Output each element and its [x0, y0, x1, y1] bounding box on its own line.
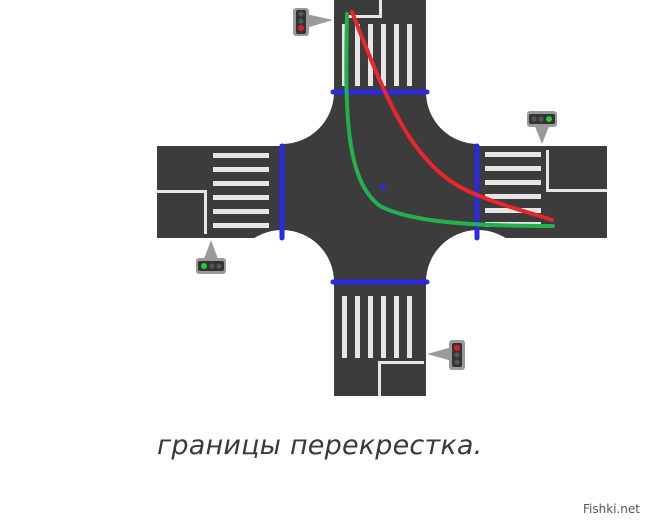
curb-sw: [230, 230, 334, 334]
lane-divider-west: [157, 190, 207, 193]
signal-red-light: [298, 25, 304, 31]
curb-se: [426, 230, 530, 334]
curb-corners: [230, 40, 530, 334]
stop-line-north: [345, 15, 381, 18]
traffic-light-east: [527, 111, 557, 144]
lane-divider-south: [378, 361, 381, 396]
lane-divider-north: [379, 0, 382, 18]
watermark: Fishki.net: [582, 502, 640, 516]
curb-ne: [426, 40, 530, 144]
red-turn-path: [350, 10, 554, 222]
stop-line-west: [204, 192, 207, 234]
crosswalk-south: [342, 296, 412, 358]
diagram-caption: границы перекрестка.: [157, 430, 483, 461]
signal-red-light: [454, 345, 460, 351]
center-point: [380, 184, 386, 190]
traffic-light-north: [293, 8, 333, 36]
green-turn-path: [344, 12, 555, 228]
stop-line-south: [380, 361, 424, 364]
crosswalk-west: [213, 153, 269, 228]
signal-green-light: [201, 263, 207, 269]
curb-nw: [230, 40, 334, 144]
traffic-light-south: [427, 340, 465, 370]
lane-divider-east: [546, 189, 607, 192]
traffic-light-west: [196, 240, 226, 274]
stop-line-east: [546, 150, 549, 192]
signal-green-light: [546, 116, 552, 122]
